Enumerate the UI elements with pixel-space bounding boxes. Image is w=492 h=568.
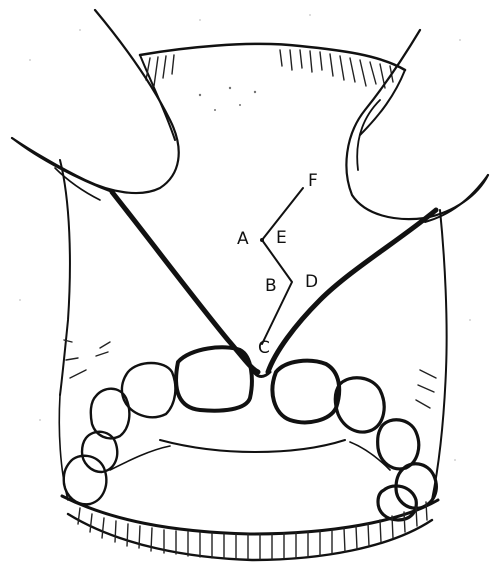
label-a: A [237,229,249,249]
lower-lip [62,496,438,560]
z-plasty-incision [260,188,303,344]
tooth-right-central-incisor [272,361,339,423]
tooth-right-canine [378,420,419,469]
label-f: F [308,171,318,191]
tooth-left-premolar-1 [82,432,117,472]
label-c: C [258,338,270,358]
label-b: B [265,276,277,296]
label-d: D [305,272,318,292]
right-cheek [416,210,447,500]
retracted-lip [140,44,405,140]
dental-arch [64,347,437,520]
left-cheek [59,160,110,500]
lip-hatching-top [146,50,393,88]
point-labels: F A E B D C [237,171,318,358]
lower-lip-hatching [78,502,427,559]
tooth-right-lateral-incisor [335,378,384,432]
label-e: E [276,228,287,248]
left-retracting-finger [12,10,179,200]
